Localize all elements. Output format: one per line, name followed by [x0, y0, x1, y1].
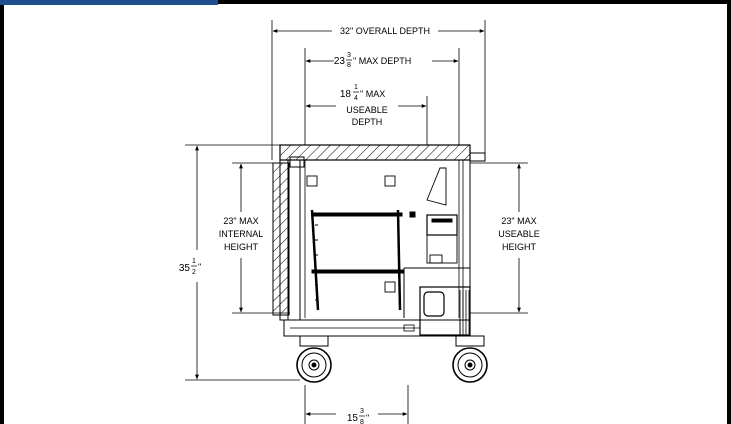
useable-depth-denominator: 4 — [354, 95, 358, 102]
bottom-width-whole: 15 — [347, 413, 359, 424]
bottom-width-dimension: 15 3 8 " — [304, 385, 409, 424]
useable-depth-line1: " MAX — [360, 89, 385, 99]
max-depth-suffix: " MAX DEPTH — [353, 56, 411, 66]
evaporator-unit — [403, 167, 470, 318]
overall-height-whole: 35 — [179, 263, 191, 274]
countertop — [279, 144, 471, 161]
cabinet-door — [272, 162, 290, 316]
caster-right — [452, 335, 488, 383]
internal-height-line3: HEIGHT — [224, 242, 259, 252]
useable-depth-numerator: 1 — [354, 84, 358, 91]
useable-depth-line3: DEPTH — [352, 117, 383, 127]
overall-height-denominator: 2 — [192, 269, 196, 276]
bottom-width-denominator: 8 — [360, 419, 364, 424]
max-depth-denominator: 8 — [347, 62, 351, 69]
useable-height-line3: HEIGHT — [502, 242, 537, 252]
overall-height-suffix: " — [198, 262, 201, 272]
useable-depth-dimension: 18 1 4 " MAX USEABLE DEPTH — [305, 84, 428, 145]
title-accent-bar — [0, 0, 218, 5]
max-depth-whole: 23 — [334, 56, 346, 67]
useable-height-line2: USEABLE — [498, 229, 540, 239]
max-depth-numerator: 3 — [347, 52, 351, 59]
overall-height-numerator: 1 — [192, 258, 196, 265]
bottom-width-suffix: " — [366, 413, 369, 423]
useable-depth-whole: 18 — [340, 89, 352, 100]
wire-shelves — [310, 209, 416, 311]
max-depth-dimension: 23 3 8 " MAX DEPTH — [304, 48, 460, 145]
internal-height-line1: 23" MAX — [223, 216, 258, 226]
condensing-unit — [419, 286, 471, 336]
cabinet-body — [272, 144, 486, 337]
caster-left — [296, 335, 332, 383]
overall-depth-label: 32" OVERALL DEPTH — [340, 26, 430, 36]
useable-height-line1: 23" MAX — [501, 216, 536, 226]
useable-height-dimension: 23" MAX USEABLE HEIGHT — [470, 162, 540, 314]
bottom-width-numerator: 3 — [360, 408, 364, 415]
internal-height-line2: INTERNAL — [219, 229, 264, 239]
overall-depth-dimension: 32" OVERALL DEPTH — [271, 20, 486, 160]
useable-depth-line2: USEABLE — [346, 105, 388, 115]
overall-height-dimension: 35 1 2 " — [179, 144, 300, 381]
